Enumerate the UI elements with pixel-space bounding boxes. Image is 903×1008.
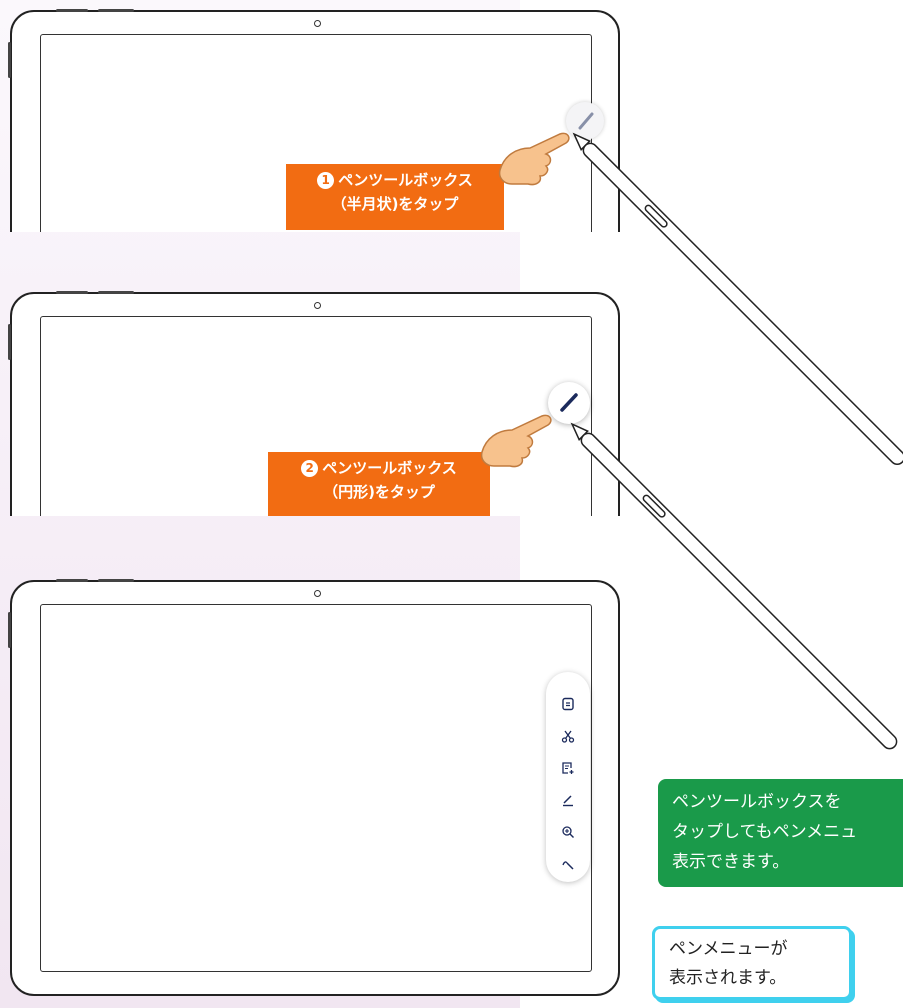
power-button [8, 612, 11, 648]
step-number-badge: 1 [317, 172, 335, 189]
volume-button [98, 9, 134, 12]
volume-button [56, 291, 88, 294]
volume-button [98, 291, 134, 294]
step-text-line2: （円形)をタップ [323, 483, 435, 501]
note-line: タップしてもペンメニュ [672, 822, 858, 842]
power-button [8, 324, 11, 360]
note-line: ペンツールボックスを [672, 792, 842, 812]
camera [314, 20, 321, 27]
result-note-blue: ペンメニューが 表示されます。 [652, 926, 852, 1000]
s-pen-2 [570, 422, 898, 750]
note-line: 表示されます。 [669, 968, 787, 988]
zoom-in-icon[interactable] [546, 822, 590, 842]
camera [314, 590, 321, 597]
tablet-screen [40, 604, 592, 972]
tablet-frame [8, 579, 620, 996]
camera [314, 302, 321, 309]
step-number-badge: 2 [301, 460, 319, 477]
volume-button [98, 579, 134, 582]
info-note-green: ペンツールボックスを タップしてもペンメニュ 表示できます。 [658, 779, 903, 887]
add-note-icon[interactable] [546, 758, 590, 778]
pen-toolbox-half-button[interactable] [566, 102, 604, 140]
tapping-hand-icon [498, 132, 570, 186]
pen-toolbox-round-button[interactable] [548, 382, 590, 424]
step-text-line1: ペンツールボックス [322, 459, 457, 477]
scissors-icon[interactable] [546, 726, 590, 746]
step-text-line2: （半月状)をタップ [331, 195, 459, 213]
tablet-panel-3 [0, 570, 640, 1008]
s-pen-1 [572, 132, 903, 465]
volume-button [56, 9, 88, 12]
pen-write-icon[interactable] [546, 790, 590, 810]
tapping-hand-icon [480, 414, 552, 468]
power-button [8, 42, 11, 78]
note-icon[interactable] [546, 694, 590, 714]
pen-icon [560, 393, 578, 412]
hand-write-icon[interactable] [546, 854, 590, 874]
step-text-line1: ペンツールボックス [338, 171, 473, 189]
pen-menu [546, 672, 590, 882]
note-line: 表示できます。 [672, 852, 790, 872]
tablet-frame [8, 291, 620, 516]
note-line: ペンメニューが [669, 939, 788, 959]
volume-button [56, 579, 88, 582]
pen-icon [578, 112, 594, 130]
